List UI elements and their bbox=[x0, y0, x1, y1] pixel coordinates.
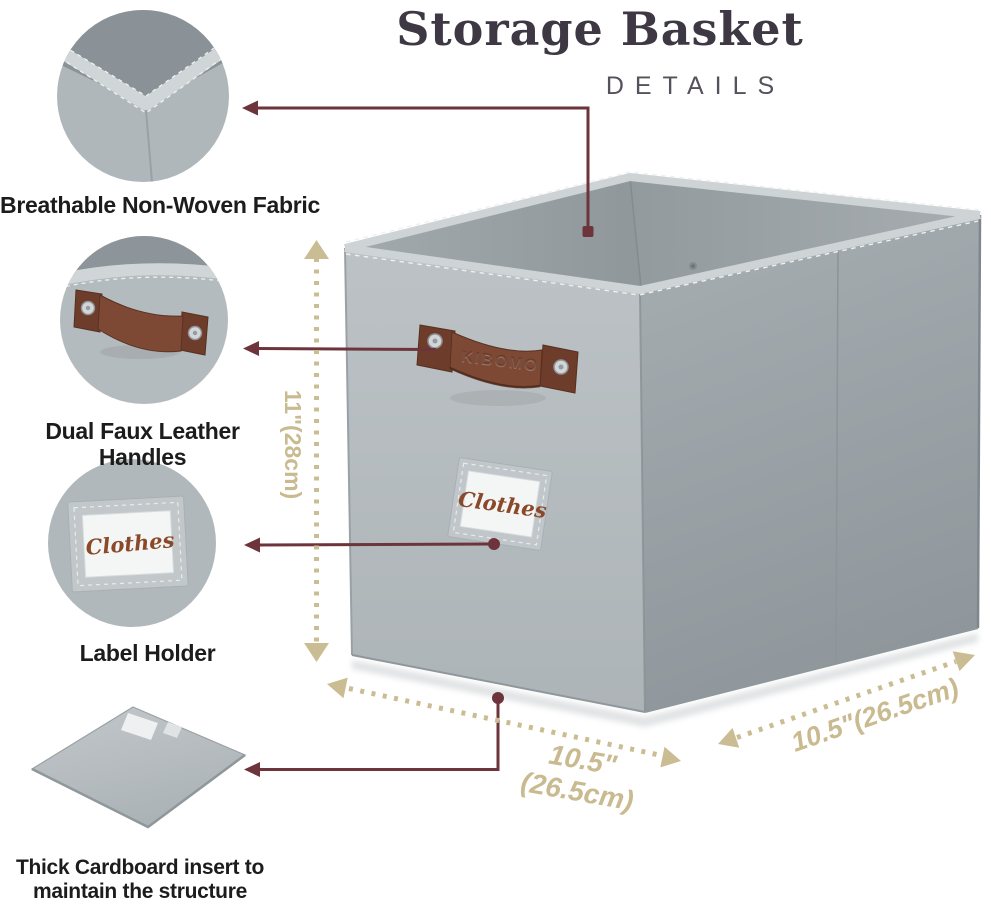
dimension-line-width bbox=[327, 677, 681, 768]
connector-arrow bbox=[242, 100, 258, 116]
sheet-label bbox=[121, 713, 158, 740]
dimension-line-height bbox=[304, 240, 329, 662]
feature-circle-handle bbox=[60, 236, 228, 404]
dimension-arrow bbox=[304, 643, 329, 662]
dimension-lines bbox=[304, 240, 975, 768]
feature-label-cardboard: Thick Cardboard insert to maintain the s… bbox=[15, 856, 265, 903]
connector-label-holder bbox=[244, 537, 500, 553]
callout-connectors bbox=[242, 100, 594, 777]
dimension-arrow bbox=[718, 727, 740, 748]
box-opening-interior-left bbox=[345, 177, 642, 290]
dimension-line-depth bbox=[718, 651, 975, 748]
feature-label-label-holder: Label Holder bbox=[79, 640, 216, 666]
feature-label-handles: Dual Faux Leather Handles bbox=[45, 418, 240, 470]
connector-endpoint bbox=[582, 226, 594, 237]
connector-endpoint bbox=[492, 692, 504, 704]
cardboard-sheet bbox=[30, 706, 247, 829]
connector-arrow bbox=[244, 537, 260, 553]
page-title: Storage Basket bbox=[396, 2, 804, 56]
connector-arrow bbox=[243, 341, 259, 356]
feature-label-fabric: Breathable Non-Woven Fabric bbox=[0, 192, 320, 218]
page-subtitle: DETAILS bbox=[605, 72, 786, 100]
connector-arrow bbox=[244, 762, 260, 777]
connector-cardboard bbox=[244, 692, 504, 777]
box-right-face bbox=[640, 215, 980, 712]
rim-binding bbox=[344, 171, 981, 296]
box-label-holder bbox=[447, 457, 553, 551]
storage-box bbox=[344, 171, 982, 727]
connector-endpoint bbox=[488, 538, 500, 550]
dimension-arrow bbox=[660, 746, 681, 768]
connector-fabric bbox=[242, 100, 594, 237]
leather-handle bbox=[416, 324, 579, 406]
dimension-arrow bbox=[304, 240, 329, 259]
feature-circle-fabric bbox=[57, 10, 229, 182]
dimension-height-text: 11"(28cm) bbox=[280, 389, 306, 500]
feature-circle-label-holder bbox=[48, 459, 216, 627]
dimension-arrow bbox=[327, 677, 348, 699]
right-face-seam bbox=[835, 246, 839, 663]
dimension-arrow bbox=[952, 651, 975, 672]
connector-handle bbox=[243, 341, 437, 356]
